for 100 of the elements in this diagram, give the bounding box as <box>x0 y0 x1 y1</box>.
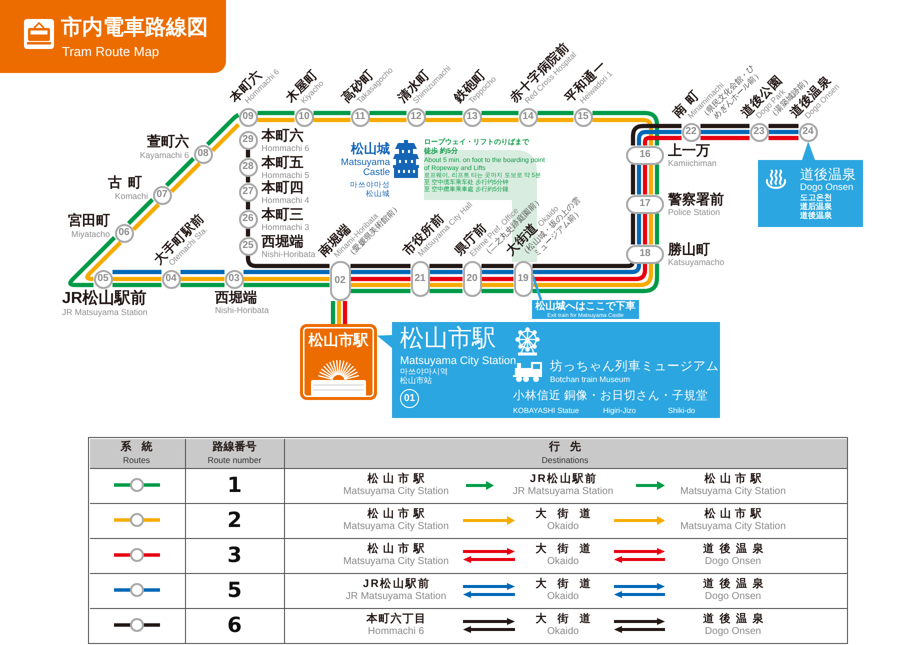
track-line <box>211 123 240 152</box>
station-marker: 27 <box>238 182 258 202</box>
track-line <box>258 118 294 122</box>
track-line <box>180 282 224 288</box>
track-line <box>370 118 406 122</box>
station-name: 松山市駅 <box>400 324 496 354</box>
track-line <box>244 276 330 282</box>
track-line <box>636 214 642 244</box>
landmark-name: 松山城 <box>351 141 390 157</box>
track-line <box>592 110 660 146</box>
track-line <box>246 202 250 210</box>
place-name-english: Dogo Onsen <box>800 182 854 193</box>
track-line <box>768 124 798 128</box>
track-line <box>482 288 514 294</box>
route-number: 2 <box>227 508 242 533</box>
track-line <box>342 301 348 324</box>
station-marker: 09 <box>238 108 258 126</box>
destination-name: 松山市駅 <box>366 543 429 556</box>
station-name-chinese: 松山市站 <box>400 376 432 385</box>
station-marker: 25 <box>238 236 258 256</box>
track-line <box>648 214 654 244</box>
attraction-name: 小林信近 銅像・お日切さん・子規堂 <box>513 389 708 404</box>
station-marker: 10 <box>294 108 314 126</box>
track-line <box>768 130 798 134</box>
track-line <box>642 214 648 244</box>
track-line <box>482 118 518 122</box>
route-number: 5 <box>227 578 242 603</box>
station-marker: 26 <box>238 210 258 228</box>
track-line <box>246 150 250 158</box>
destination-name: 大街道 <box>534 543 602 556</box>
track-line <box>630 124 682 146</box>
station-name: 本町五 <box>262 155 304 170</box>
track-line <box>170 162 201 193</box>
station-name: 本町三 <box>262 207 304 222</box>
track-line <box>68 236 116 288</box>
romanized-name: JR Matsuyama Station <box>62 307 148 317</box>
romanized-name: Kayamachi 6 <box>140 150 189 160</box>
track-line <box>350 276 410 282</box>
destination-name-english: Okaido <box>547 626 579 638</box>
track-line <box>532 264 654 288</box>
destination-name-english: Matsuyama City Station <box>680 521 786 533</box>
destination-name-english: Dogo Onsen <box>704 556 762 568</box>
place-name-chinese: 道后温泉 <box>800 202 832 211</box>
track-line <box>654 214 660 244</box>
landmark-name-english: Matsuyama Castle <box>340 158 390 178</box>
station-marker: 24 <box>798 122 818 142</box>
station-name: 勝山町 <box>668 242 710 257</box>
track-line <box>482 282 514 288</box>
station-marker: 19 <box>514 261 532 297</box>
station-marker: 20 <box>462 261 482 297</box>
destination-name: 道後温泉 <box>702 543 769 556</box>
track-line <box>532 262 642 274</box>
station-marker: 28 <box>238 158 258 176</box>
track-line <box>314 110 350 116</box>
track-line <box>630 214 636 244</box>
station-marker: 29 <box>238 130 258 150</box>
track-line <box>636 130 682 146</box>
route-number: 1 <box>227 473 242 498</box>
station-name-english: Matsuyama City Station <box>400 355 516 367</box>
attraction-name: 坊っちゃん列車ミュージアム <box>550 358 719 374</box>
destination-name-english: Dogo Onsen <box>704 626 762 638</box>
station-name: 本町六 <box>262 128 304 143</box>
track-line <box>180 276 224 282</box>
station-marker: 21 <box>410 261 430 297</box>
destination-name: JR松山駅前 <box>362 578 431 591</box>
track-line <box>132 203 160 231</box>
destination-name-english: JR Matsuyama Station <box>512 486 614 498</box>
track-line <box>482 276 514 282</box>
station-marker: 03 <box>224 270 244 288</box>
station-marker: 07 <box>152 186 172 204</box>
station-box <box>300 324 377 400</box>
destination-name-english: Matsuyama City Station <box>680 486 786 498</box>
destination-name-english: Okaido <box>547 521 579 533</box>
track-line <box>482 110 518 116</box>
track-line <box>206 113 240 146</box>
track-line <box>258 110 294 116</box>
destination-name: 大街道 <box>534 508 602 521</box>
track-line <box>654 164 660 194</box>
table-header-text: 路線番号 <box>212 441 256 454</box>
romanized-name: Katsuyamacho <box>668 257 724 267</box>
info-panel <box>392 322 720 418</box>
romanized-name: Kamiichiman <box>668 158 717 168</box>
track-line <box>127 198 154 225</box>
station-name: 本町四 <box>262 180 304 195</box>
route-number: 6 <box>227 613 242 638</box>
station-name-korean: 마쓰야마시역 <box>400 367 448 376</box>
station-number: 01 <box>400 389 419 408</box>
destination-name-english: Matsuyama City Station <box>343 486 449 498</box>
track-line <box>532 264 660 294</box>
station-name: 警察署前 <box>668 192 724 207</box>
destination-name: 道後温泉 <box>702 613 769 626</box>
track-line <box>592 118 654 146</box>
track-line <box>112 270 162 274</box>
romanized-name: Police Station <box>668 207 720 217</box>
track-line <box>700 130 750 134</box>
track-line <box>112 276 162 282</box>
title: 市内電車路線図 <box>61 15 208 41</box>
track-line <box>112 282 162 288</box>
table-header-text-english: Routes <box>123 455 150 465</box>
track-line <box>330 301 336 324</box>
